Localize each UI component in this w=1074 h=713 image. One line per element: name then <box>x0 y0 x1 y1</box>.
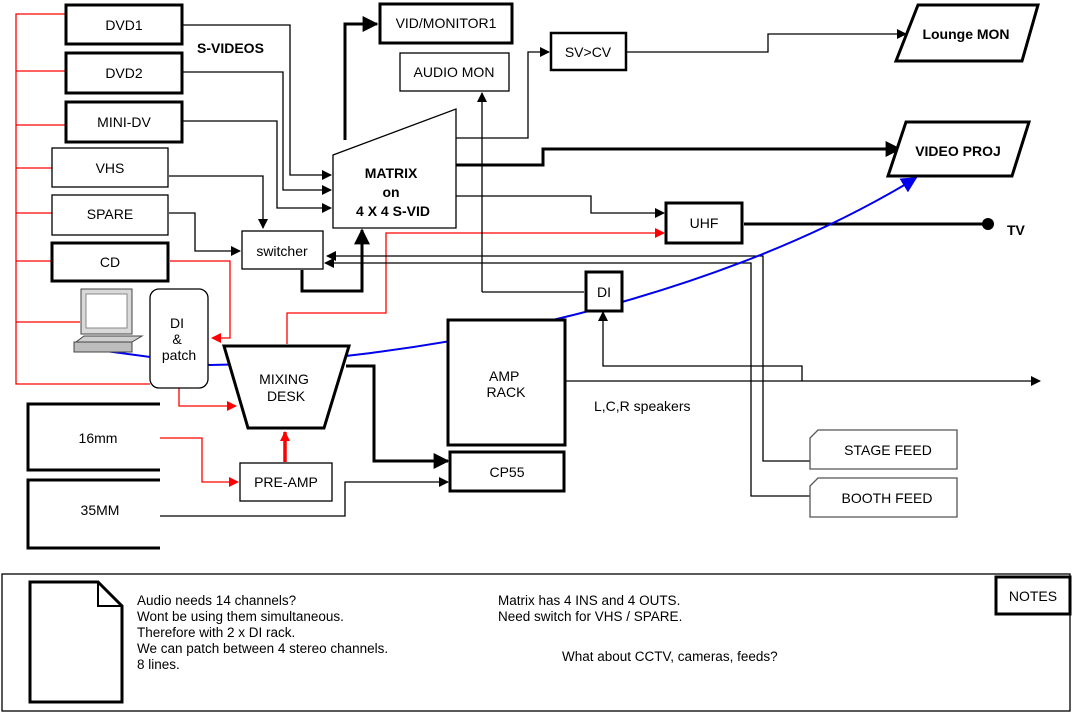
source-vhs[interactable]: VHS <box>51 147 169 188</box>
source-label: VHS <box>96 160 125 176</box>
notes-question: What about CCTV, cameras, feeds? <box>562 649 778 664</box>
source-label: SPARE <box>87 206 133 222</box>
di-patch-label: DI & patch <box>162 315 196 363</box>
source-label: CD <box>100 254 120 270</box>
lounge-mon-box[interactable]: Lounge MON <box>893 3 1040 63</box>
switcher-label: switcher <box>256 243 308 259</box>
notes-title: NOTES <box>1009 588 1057 604</box>
computer-icon <box>73 288 144 353</box>
speakers-label: L,C,R speakers <box>594 398 690 414</box>
notes-left-text: Audio needs 14 channels? Wont be using t… <box>137 593 392 672</box>
source-spare[interactable]: SPARE <box>51 194 169 236</box>
source-label: MINI-DV <box>97 114 151 130</box>
pre-amp-box[interactable]: PRE-AMP <box>239 462 333 502</box>
matrix-label: MATRIX on 4 X 4 S-VID <box>356 165 430 219</box>
switcher-box[interactable]: switcher <box>241 230 324 270</box>
di-patch-box[interactable]: DI & patch <box>149 288 209 389</box>
source-label: 16mm <box>79 430 118 446</box>
uhf-label: UHF <box>690 215 719 231</box>
stage-feed-label: STAGE FEED <box>844 442 932 458</box>
amp-rack-box[interactable]: AMP RACK <box>446 318 567 447</box>
cp55-label: CP55 <box>489 464 524 480</box>
di-box[interactable]: DI <box>584 270 624 313</box>
notes-panel: Audio needs 14 channels? Wont be using t… <box>1 573 1072 712</box>
source-mini-dv[interactable]: MINI-DV <box>64 100 184 144</box>
mixing-desk-box[interactable]: MIXING DESK <box>221 344 352 430</box>
notes-right-text: Matrix has 4 INS and 4 OUTS. Need switch… <box>498 593 684 624</box>
source-35mm[interactable]: 35MM <box>26 478 160 550</box>
svideos-label: S-VIDEOS <box>197 40 264 56</box>
cp55-box[interactable]: CP55 <box>448 450 566 493</box>
audio-mon-label: AUDIO MON <box>414 64 495 80</box>
stage-feed-box[interactable]: STAGE FEED <box>809 429 958 470</box>
video-proj-label: VIDEO PROJ <box>915 143 1001 159</box>
vid-monitor-label: VID/MONITOR1 <box>396 15 497 31</box>
mixing-desk-label: MIXING DESK <box>259 371 313 404</box>
amp-rack-label: AMP RACK <box>487 368 527 400</box>
source-16mm[interactable]: 16mm <box>26 402 160 472</box>
tv-label: TV <box>1007 222 1026 238</box>
source-cd[interactable]: CD <box>50 241 170 283</box>
video-proj-box[interactable]: VIDEO PROJ <box>885 120 1032 178</box>
audio-bus-lines <box>15 13 665 487</box>
booth-feed-box[interactable]: BOOTH FEED <box>809 477 958 518</box>
document-icon <box>28 580 124 704</box>
pre-amp-label: PRE-AMP <box>254 474 318 490</box>
source-label: DVD1 <box>105 17 143 33</box>
source-dvd2[interactable]: DVD2 <box>64 51 184 95</box>
source-label: DVD2 <box>105 65 143 81</box>
sv-cv-label: SV>CV <box>565 44 612 60</box>
source-dvd1[interactable]: DVD1 <box>64 3 184 46</box>
audio-mon-box[interactable]: AUDIO MON <box>399 52 510 92</box>
di-label: DI <box>597 284 611 300</box>
source-label: 35MM <box>81 502 120 518</box>
booth-feed-label: BOOTH FEED <box>841 490 932 506</box>
lounge-mon-label: Lounge MON <box>922 26 1009 42</box>
matrix-box[interactable]: MATRIX on 4 X 4 S-VID <box>332 108 457 229</box>
sv-cv-box[interactable]: SV>CV <box>549 31 628 72</box>
notes-title-box: NOTES <box>994 575 1072 616</box>
vid-monitor-box[interactable]: VID/MONITOR1 <box>378 2 514 45</box>
uhf-box[interactable]: UHF <box>664 201 744 245</box>
